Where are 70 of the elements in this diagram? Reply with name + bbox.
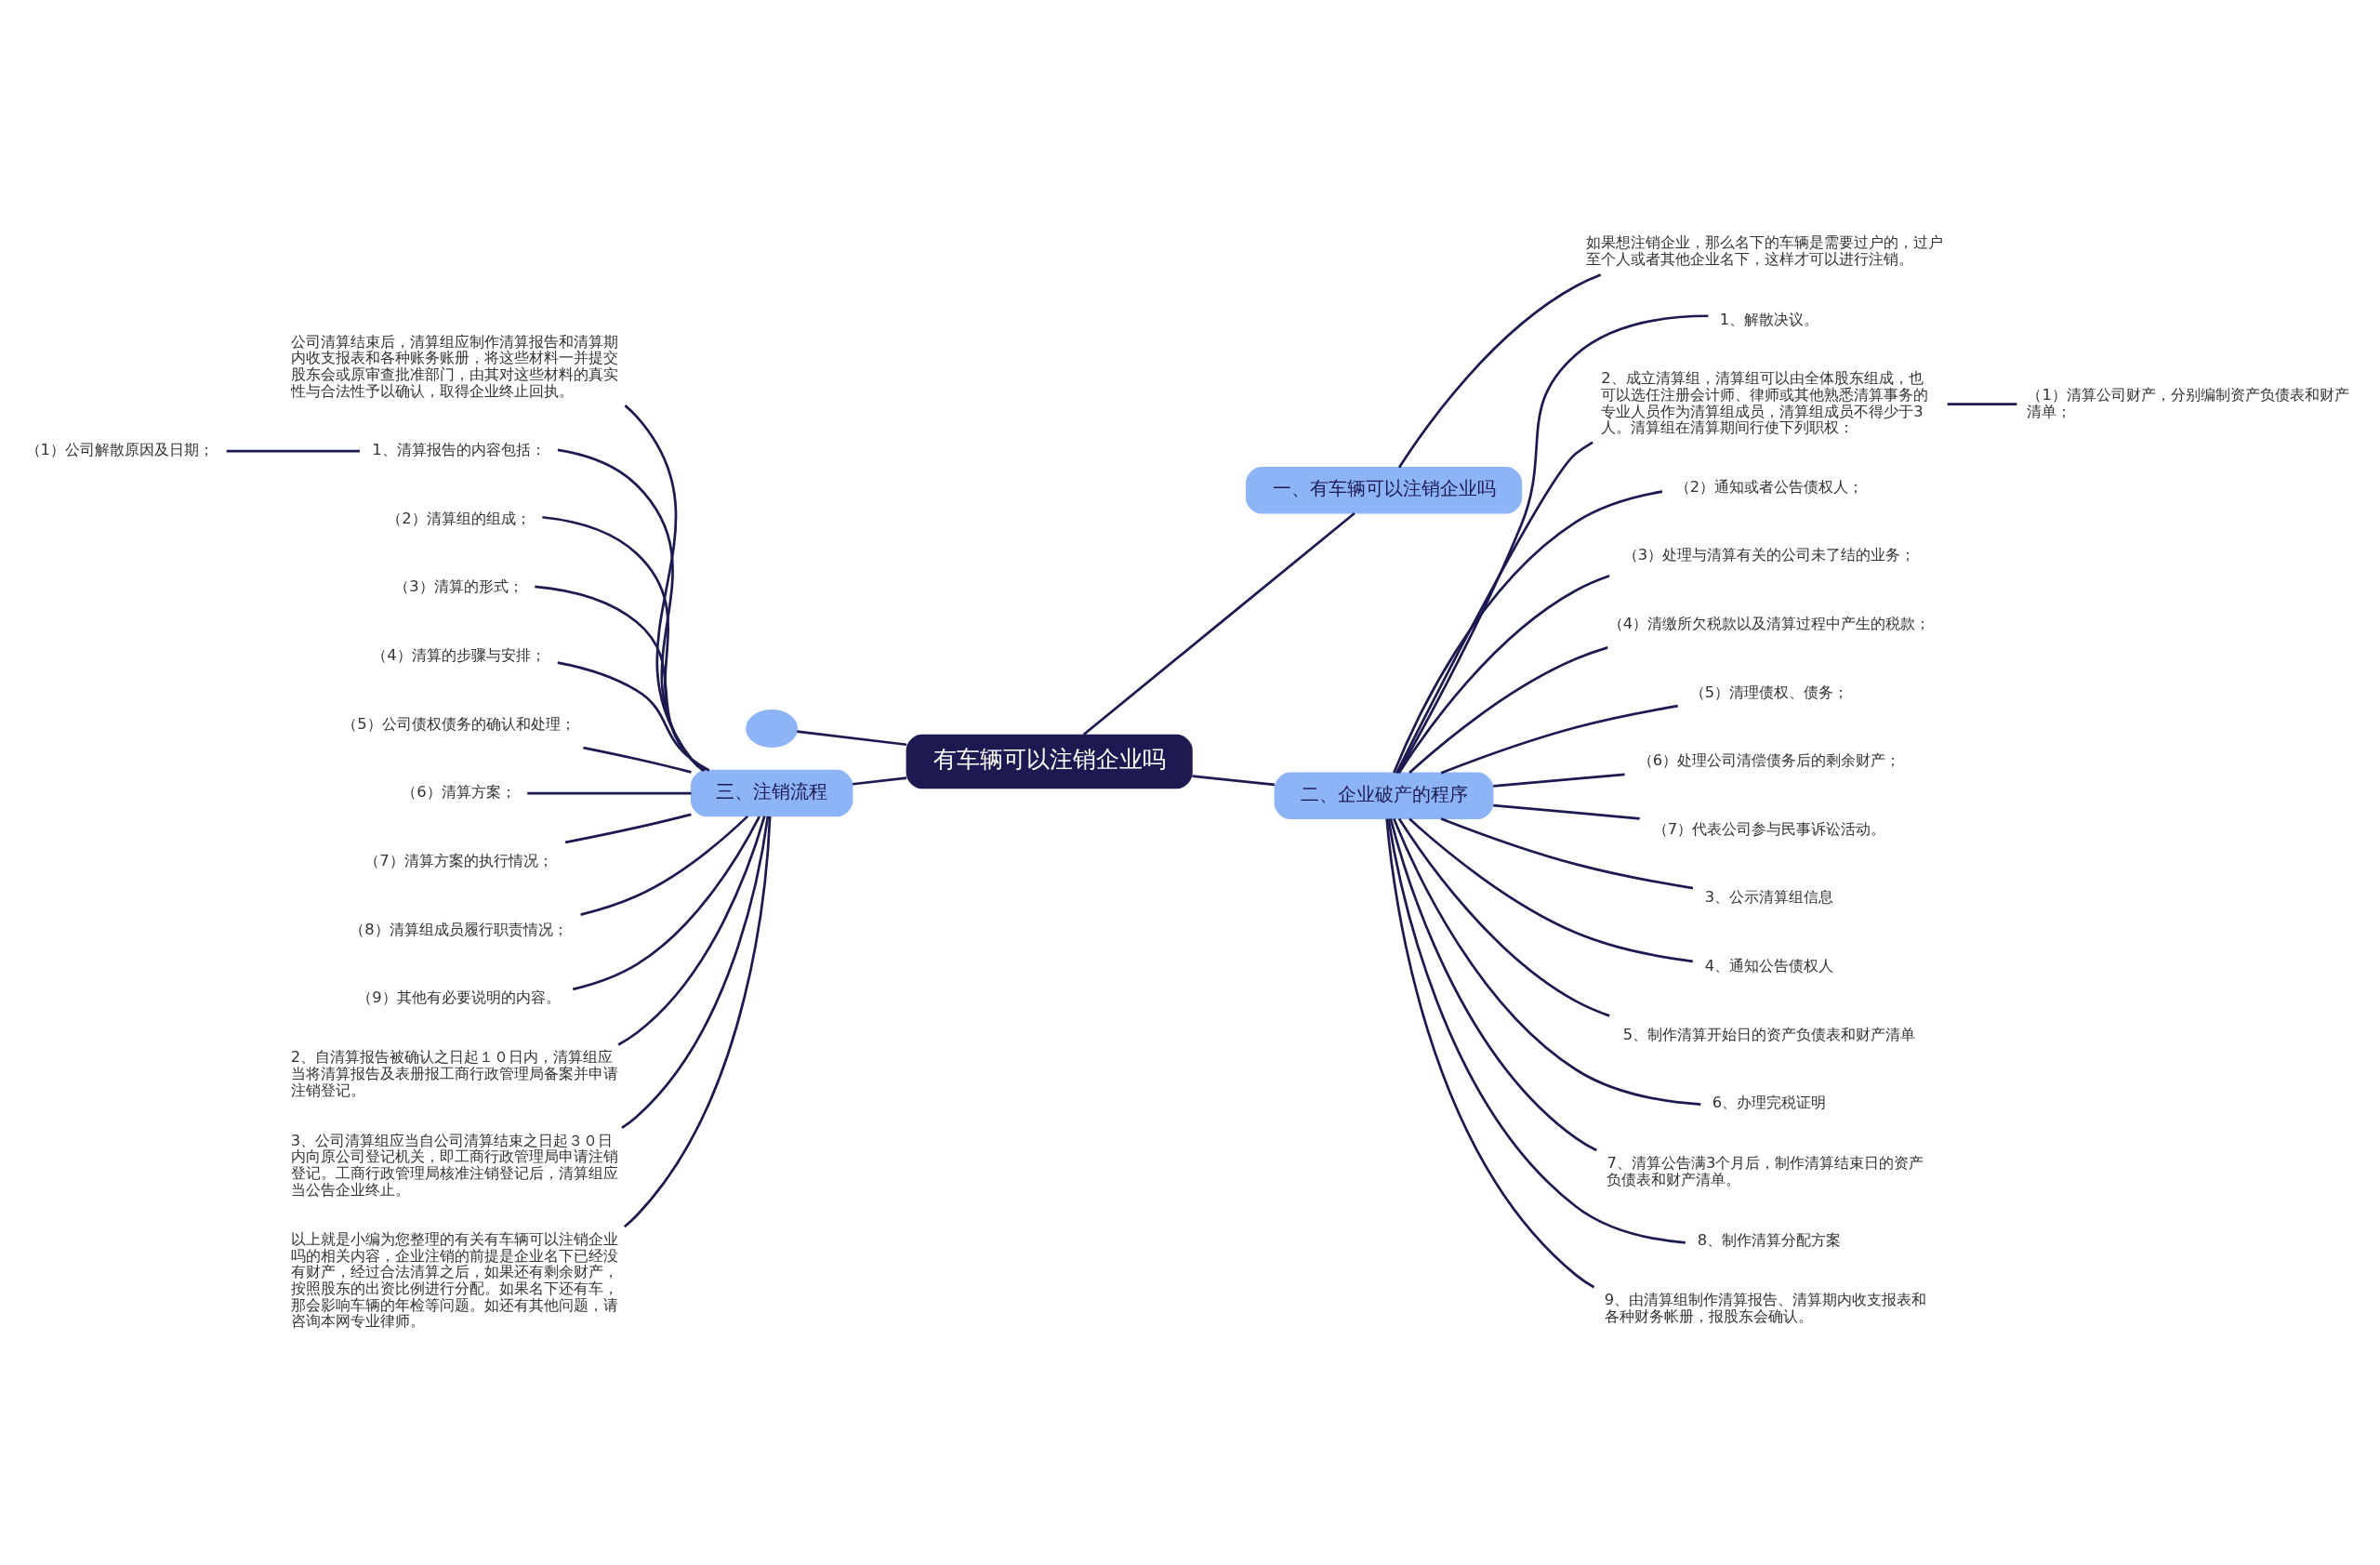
node-text: 以上就是小编为您整理的有关有车辆可以注销企业吗的相关内容，企业注销的前提是企业名下已经没有财产，经过合法清算之后，如果还有剩余财产，按照股东的出资比例进行分配。如果名下还有车，那会影响车辆的年检等问题。如还有其他问题，请咨询本网专业律师。 bbox=[290, 1229, 618, 1331]
connector bbox=[535, 585, 707, 772]
connector bbox=[1440, 704, 1678, 775]
node-text: （5）公司债权债务的确认和处理； bbox=[342, 714, 575, 733]
node-text: 2、成立清算组，清算组可以由全体股东组成，也可以选任注册会计师、律师或其他熟悉清算事务的专业人员作为清算组成员，清算组成员不得少于3人。清算组在清算期间行使下列职权： bbox=[1601, 369, 1929, 437]
connector bbox=[623, 816, 772, 1228]
node-text: （6）清算方案； bbox=[402, 783, 516, 802]
connector bbox=[557, 661, 710, 772]
node-text: （3）处理与清算有关的公司未了结的业务； bbox=[1622, 546, 1916, 564]
connector bbox=[617, 816, 766, 1046]
connector bbox=[1397, 575, 1610, 774]
connector bbox=[1393, 490, 1663, 774]
node-box: 一、有车辆可以注销企业吗 bbox=[1246, 467, 1523, 514]
node-text: （6）处理公司清偿债务后的剩余财产； bbox=[1637, 751, 1901, 770]
node-text: （7）代表公司参与民事诉讼活动。 bbox=[1652, 819, 1886, 838]
connector bbox=[1397, 817, 1610, 1017]
node-text: 8、制作清算分配方案 bbox=[1697, 1230, 1842, 1249]
node-box: 二、企业破产的程序 bbox=[1274, 772, 1494, 820]
node-text: （4）清缴所欠税款以及清算过程中产生的税款； bbox=[1607, 615, 1931, 632]
connector bbox=[1395, 441, 1593, 774]
node-text: （2）通知或者公告债权人； bbox=[1674, 477, 1864, 496]
node-text: 4、通知公告债权人 bbox=[1704, 957, 1834, 975]
connector bbox=[1947, 403, 2017, 405]
node-box: 三、注销流程 bbox=[690, 769, 853, 817]
connector bbox=[583, 746, 692, 774]
connector bbox=[852, 776, 907, 786]
node-text: （2）清算组的组成； bbox=[387, 509, 531, 527]
node-text: 7、清算公告满3个月后，制作清算结束日的资产负债表和财产清单。 bbox=[1606, 1154, 1924, 1188]
connector bbox=[1440, 817, 1694, 890]
node-text: 3、公司清算组应当自公司清算结束之日起３０日内向原公司登记机关，即工商行政管理局申请注销登记。工商行政管理局核准注销登记后，清算组应当公告企业终止。 bbox=[290, 1131, 618, 1199]
connector bbox=[1192, 775, 1275, 787]
connector bbox=[1493, 773, 1625, 788]
connector bbox=[1397, 273, 1602, 469]
connector bbox=[557, 448, 705, 772]
connector bbox=[1493, 803, 1640, 820]
node-box: 有车辆可以注销企业吗 bbox=[906, 734, 1193, 789]
connector bbox=[226, 449, 360, 453]
node-circle bbox=[746, 710, 799, 748]
node-text: 1、解散决议。 bbox=[1719, 310, 1819, 328]
connector bbox=[542, 515, 705, 772]
connector bbox=[580, 815, 749, 916]
connector bbox=[797, 730, 907, 747]
node-text: 5、制作清算开始日的资产负债表和财产清单 bbox=[1622, 1025, 1916, 1043]
node-text: 1、清算报告的内容包括： bbox=[372, 441, 546, 459]
node-text: 9、由清算组制作清算报告、清算期内收支报表和各种财务帐册，报股东会确认。 bbox=[1604, 1291, 1927, 1326]
connector bbox=[1393, 818, 1701, 1106]
connector bbox=[1396, 314, 1709, 774]
node-text: 6、办理完税证明 bbox=[1712, 1094, 1827, 1112]
node-text: （5）清理债权、债务； bbox=[1689, 683, 1849, 701]
node-text: 如果想注销企业，那么名下的车辆是需要过户的，过户至个人或者其他企业名下，这样才可以进行注销。 bbox=[1586, 233, 1944, 269]
node-text: （1）清算公司财产，分别编制资产负债表和财产清单； bbox=[2027, 385, 2349, 420]
connector bbox=[527, 791, 692, 795]
connector bbox=[564, 813, 692, 844]
connector bbox=[621, 816, 770, 1130]
node-text: （4）清算的步骤与安排； bbox=[372, 646, 546, 665]
connector bbox=[1082, 511, 1355, 736]
connector bbox=[1387, 818, 1686, 1244]
node-text: 3、公示清算组信息 bbox=[1704, 888, 1834, 907]
connector bbox=[572, 816, 761, 991]
connector bbox=[1385, 818, 1595, 1289]
node-text: （3）清算的形式； bbox=[394, 577, 523, 596]
node-text: （1）公司解散原因及日期； bbox=[25, 441, 214, 459]
node-text: （7）清算方案的执行情况； bbox=[364, 851, 553, 869]
connector bbox=[1389, 818, 1597, 1152]
node-text: 2、自清算报告被确认之日起１０日内，清算组应当将清算报告及表册报工商行政管理局备案并申请注销登记。 bbox=[290, 1048, 618, 1099]
node-text: （9）其他有必要说明的内容。 bbox=[357, 988, 561, 1007]
node-text: 公司清算结束后，清算组应制作清算报告和清算期内收支报表和各种账务账册，将这些材料一并提交股东会或原审查批准部门，由其对这些材料的真实性与合法性予以确认，取得企业终止回执。 bbox=[290, 332, 618, 400]
connector bbox=[1408, 817, 1693, 963]
connector bbox=[1408, 646, 1608, 775]
node-text: （8）清算组成员履行职责情况； bbox=[350, 920, 568, 938]
